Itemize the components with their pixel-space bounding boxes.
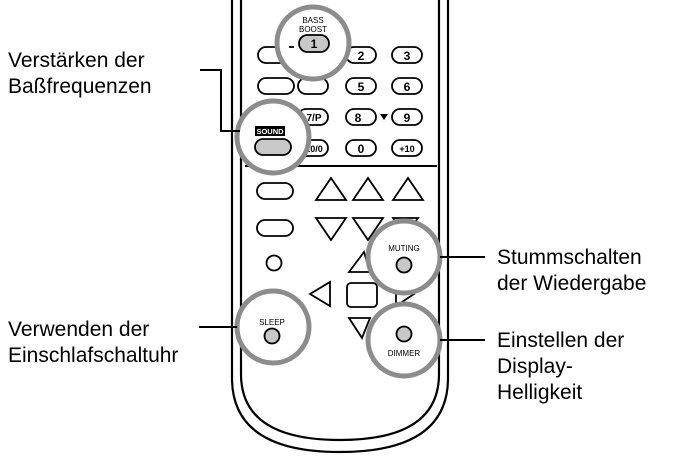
- button-3-label: 3: [404, 49, 411, 63]
- sleep-label: SLEEP: [259, 318, 285, 327]
- callout-dimmer-line3: Helligkeit: [497, 381, 583, 404]
- callout-bass-line1: Verstärken der: [8, 49, 145, 72]
- nav-down-icon[interactable]: [347, 317, 372, 340]
- small-round-button[interactable]: [265, 254, 283, 272]
- remote-body-inner: [239, 0, 441, 442]
- button-left-lower2[interactable]: [256, 219, 294, 237]
- button-9[interactable]: [391, 108, 423, 126]
- button-2-label: 2: [358, 49, 365, 63]
- callout-bass-line2: Baßfrequenzen: [8, 75, 152, 98]
- dimmer-label: DIMMER: [388, 349, 421, 358]
- button-7p-label: 7/P: [306, 113, 321, 124]
- button-5-label: 5: [358, 80, 365, 94]
- bass-boost-label-top: BASS: [302, 16, 323, 25]
- button-plus10-label: +10: [399, 144, 414, 154]
- button-6[interactable]: [391, 77, 423, 95]
- sleep-button[interactable]: [263, 327, 281, 345]
- sound-label: SOUND: [256, 127, 284, 136]
- down-triangle-icon-2[interactable]: [351, 217, 385, 242]
- nav-left-icon[interactable]: [308, 280, 331, 308]
- button-plus10[interactable]: [391, 139, 423, 157]
- callout-muting: Stummschalten der Wiedergabe: [497, 245, 646, 297]
- callout-dimmer: Einstellen der Display- Helligkeit: [497, 328, 624, 406]
- button-0[interactable]: [345, 139, 377, 157]
- button-6-label: 6: [404, 80, 411, 94]
- button-left-row2[interactable]: [257, 77, 295, 95]
- remote-body-outer: [230, 0, 450, 454]
- callout-sleep: Verwenden der Einschlafschaltuhr: [8, 317, 178, 369]
- button-left-lower1[interactable]: [256, 182, 294, 200]
- leader-line-bass: [200, 69, 240, 132]
- bass-boost-label-bottom: BOOST: [299, 25, 327, 34]
- sound-button[interactable]: [254, 138, 292, 156]
- callout-sleep-line2: Einschlafschaltuhr: [8, 344, 179, 367]
- nav-center-button[interactable]: [346, 282, 378, 308]
- dimmer-button[interactable]: [395, 325, 413, 343]
- button-9-label: 9: [404, 111, 411, 125]
- up-triangle-icon-2[interactable]: [351, 176, 385, 201]
- highlight-sleep: [234, 288, 312, 366]
- bass-boost-button-label: 1: [311, 37, 318, 51]
- callout-sleep-line1: Verwenden der: [8, 318, 150, 341]
- up-triangle-icon-1[interactable]: [314, 176, 348, 201]
- sound-label-badge: [255, 126, 285, 136]
- callout-dimmer-line1: Einstellen der: [497, 329, 625, 352]
- down-triangle-icon-1[interactable]: [314, 217, 348, 242]
- muting-label: MUTING: [388, 244, 420, 253]
- button-8-label: 8: [355, 111, 362, 125]
- button-3[interactable]: [391, 46, 423, 64]
- muting-button[interactable]: [395, 256, 413, 274]
- callout-dimmer-line2: Display-: [497, 355, 573, 378]
- up-triangle-icon-3[interactable]: [391, 176, 425, 201]
- button-10-0-label: 10/0: [305, 144, 323, 154]
- callout-bass: Verstärken der Baßfrequenzen: [8, 48, 152, 100]
- bass-boost-button[interactable]: [298, 34, 330, 53]
- button-0-label: 0: [358, 142, 365, 156]
- arrow-down-icon: [380, 114, 388, 120]
- highlight-sound: [234, 98, 312, 176]
- callout-muting-line1: Stummschalten: [497, 246, 642, 269]
- button-5[interactable]: [345, 77, 377, 95]
- button-8[interactable]: [345, 108, 377, 126]
- callout-muting-line2: der Wiedergabe: [497, 272, 647, 295]
